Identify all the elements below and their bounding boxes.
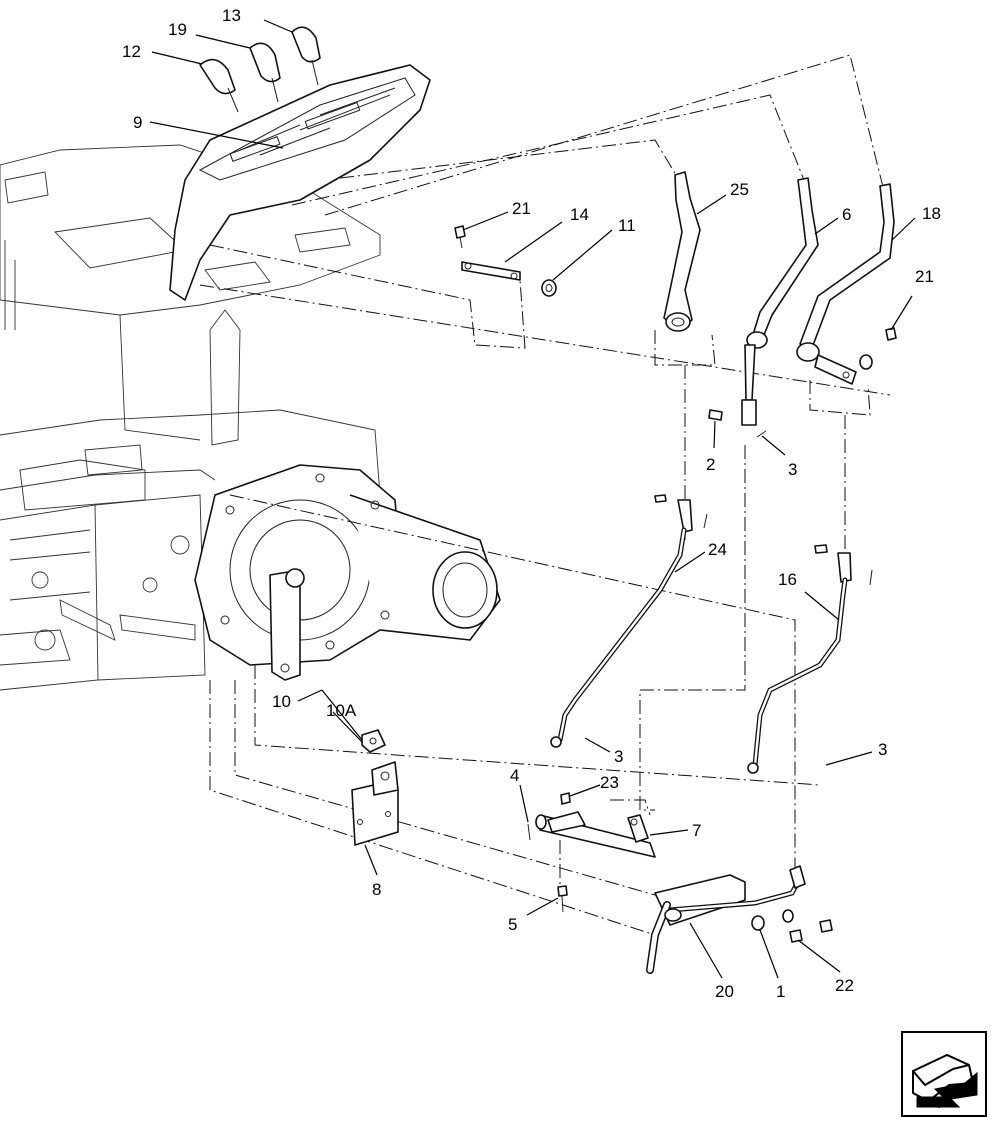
- callout-23: 23: [600, 773, 619, 792]
- callout-14: 14: [570, 205, 589, 224]
- callout-7: 7: [692, 821, 701, 840]
- callout-19: 19: [168, 20, 187, 39]
- callout-6: 6: [842, 205, 851, 224]
- part-21-bolt-upper: [454, 225, 466, 249]
- part-7-shaft: [535, 811, 656, 858]
- callout-18: 18: [922, 204, 941, 223]
- part-23-screw: [560, 792, 571, 805]
- callout-leaders: [149, 19, 916, 979]
- part-22-bolt: [789, 919, 833, 943]
- callout-10A: 10A: [326, 701, 357, 720]
- callout-12: 12: [122, 42, 141, 61]
- callout-3-right: 3: [878, 740, 887, 759]
- control-console: [169, 64, 431, 301]
- previous-page-button[interactable]: [901, 1031, 987, 1117]
- tractor-body: [0, 144, 381, 691]
- callout-21-right: 21: [915, 267, 934, 286]
- lever-knob-19: [249, 42, 281, 103]
- part-1-washer: [751, 909, 794, 931]
- callout-10: 10: [272, 692, 291, 711]
- part-10-switch: [361, 729, 386, 753]
- part-3-cotter-pin-upper: [756, 430, 767, 438]
- callout-25: 25: [730, 180, 749, 199]
- part-11-washer: [541, 279, 557, 297]
- callout-3-middle: 3: [614, 747, 623, 766]
- callout-4: 4: [510, 766, 519, 785]
- part-16-rod: [747, 544, 873, 774]
- transmission-housing: [194, 464, 501, 681]
- previous-page-arrow-icon: [912, 1054, 978, 1108]
- callout-16: 16: [778, 570, 797, 589]
- part-20-lever-assembly: [646, 865, 806, 974]
- part-21-bolt-right: [859, 327, 897, 370]
- lever-knob-13: [291, 26, 321, 86]
- callout-11: 11: [618, 216, 636, 235]
- callout-2: 2: [706, 455, 715, 474]
- callout-21: 21: [512, 199, 531, 218]
- part-24-rod: [550, 494, 708, 748]
- callout-8: 8: [372, 880, 381, 899]
- part-14-lever-link: [461, 261, 521, 281]
- callout-9: 9: [133, 113, 142, 132]
- callout-1: 1: [776, 982, 785, 1001]
- part-2-pin: [708, 409, 723, 421]
- callout-5: 5: [508, 915, 517, 934]
- callout-labels: 12 19 13 9 21 14 11 25 6 18 21 2 3 24 16…: [122, 6, 941, 1001]
- callout-3: 3: [788, 460, 797, 479]
- part-8-bracket: [351, 761, 399, 846]
- part-4-pin: [527, 823, 531, 841]
- part-5-bolt: [557, 885, 568, 913]
- callout-22: 22: [835, 976, 854, 995]
- part-25-lever: [663, 171, 701, 332]
- part-18-lever: [796, 183, 895, 385]
- callout-13: 13: [222, 6, 241, 25]
- lever-knob-12: [199, 58, 239, 113]
- callout-20: 20: [715, 982, 734, 1001]
- part-6-lever: [741, 177, 819, 426]
- callout-24: 24: [708, 540, 727, 559]
- assembly-centerlines: [199, 54, 891, 936]
